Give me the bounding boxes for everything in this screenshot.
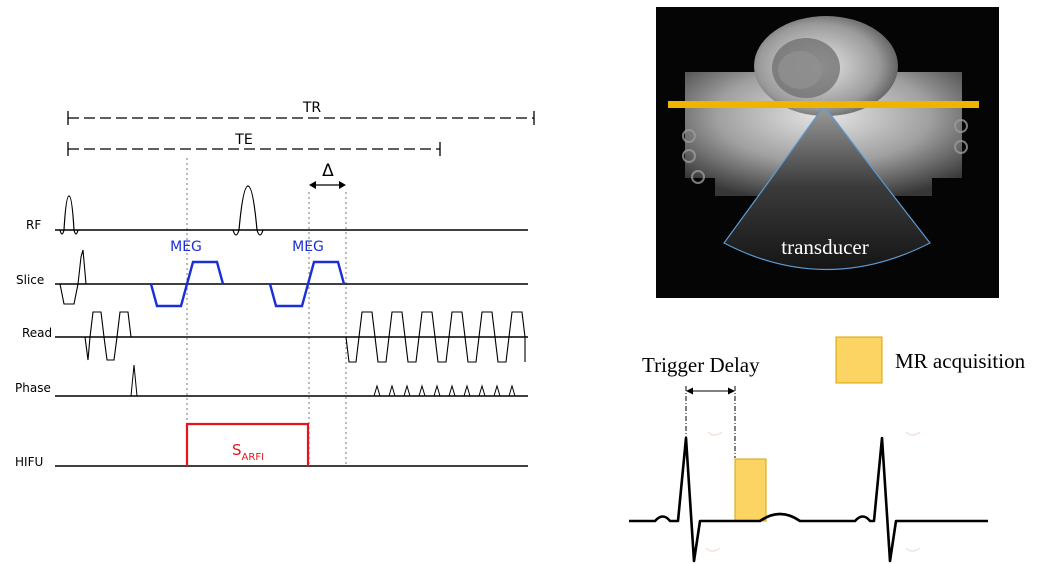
ecg-trace (629, 436, 988, 563)
watermark-mark (905, 431, 921, 436)
watermark-marks (705, 431, 921, 552)
slice-rephase-lobe (77, 249, 87, 285)
tr-label: TR (302, 100, 322, 116)
trigger-guides (685, 386, 736, 458)
mr-acquisition-window (734, 458, 767, 522)
slice-waveforms (59, 249, 87, 305)
sarfi-main: S (232, 441, 242, 459)
rf-excitation-pulse (59, 195, 79, 235)
ring (954, 119, 968, 133)
phantom-rings (682, 119, 968, 184)
ecg-trigger-diagram: Trigger Delay MR acquisition (629, 336, 1026, 563)
meg-label: MEG (292, 239, 324, 255)
sarfi-subscript: ARFI (242, 452, 265, 463)
focus-line (668, 101, 979, 108)
watermark-mark (705, 547, 721, 552)
transducer-cone (723, 105, 931, 270)
legend-label: MR acquisition (895, 349, 1026, 373)
hifu-pulse: SARFI (185, 422, 310, 466)
delta-marker: Δ (309, 161, 346, 189)
ring (954, 140, 968, 154)
rf-waveforms (59, 185, 264, 236)
transducer-label: transducer (781, 235, 868, 259)
meg-labels: MEG MEG (170, 239, 324, 255)
mr-image: transducer (656, 7, 999, 298)
ring (682, 149, 696, 163)
legend-swatch (835, 336, 883, 384)
read-waveforms (84, 311, 526, 363)
phase-label: Phase (15, 381, 51, 395)
phase-encode-lobe (130, 364, 138, 397)
rf-refocusing-pulse (232, 185, 264, 236)
trigger-delay-label: Trigger Delay (642, 353, 760, 377)
phase-waveforms (130, 364, 516, 397)
motion-encoding-gradients (149, 260, 346, 308)
read-prephase-gradient (84, 311, 132, 361)
readout-train (358, 311, 526, 363)
read-label: Read (22, 326, 52, 340)
te-label: TE (234, 132, 252, 148)
sample-inner (778, 51, 822, 89)
watermark-mark (707, 431, 723, 436)
meg-label: MEG (170, 239, 202, 255)
channel-baselines (55, 229, 528, 467)
trigger-arrow (686, 387, 735, 395)
ring (691, 170, 705, 184)
te-interval: TE (67, 132, 441, 156)
watermark-mark (905, 547, 921, 552)
ring (682, 129, 696, 143)
meg-gradient (149, 260, 225, 308)
delta-label: Δ (322, 161, 334, 181)
read-dephase-lobe (345, 336, 360, 363)
rf-label: RF (26, 218, 41, 232)
meg-gradient (268, 260, 346, 308)
sarfi-label: SARFI (232, 441, 264, 463)
pulse-sequence-diagram: TR TE Δ RF Slice Read Phase HIF (15, 100, 535, 469)
phase-blip-train (373, 384, 516, 397)
channel-labels: RF Slice Read Phase HIFU (15, 218, 52, 469)
slice-label: Slice (16, 273, 44, 287)
tr-interval: TR (67, 100, 535, 125)
timing-guides (186, 158, 347, 466)
slice-select-lobe (59, 283, 79, 305)
hifu-label: HIFU (15, 455, 43, 469)
